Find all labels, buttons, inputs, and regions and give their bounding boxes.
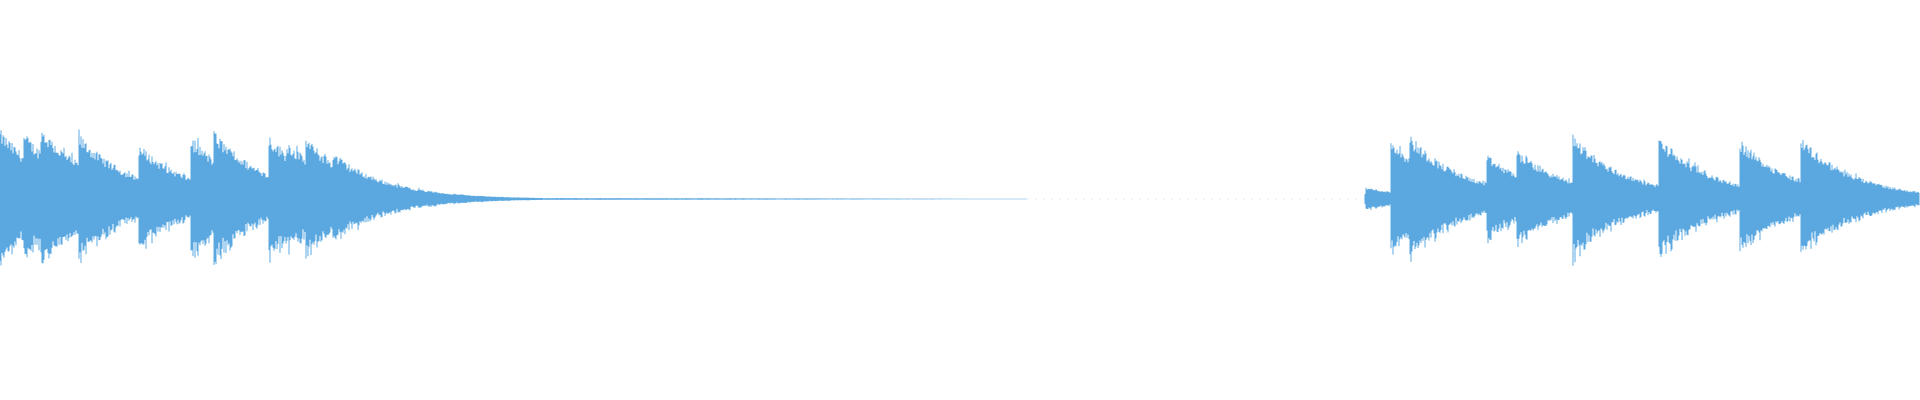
second-audio-segment-samples: [1364, 134, 1920, 266]
second-audio-segment: [1364, 134, 1920, 266]
first-audio-segment-samples: [0, 129, 1027, 266]
first-audio-segment: [0, 129, 1027, 266]
